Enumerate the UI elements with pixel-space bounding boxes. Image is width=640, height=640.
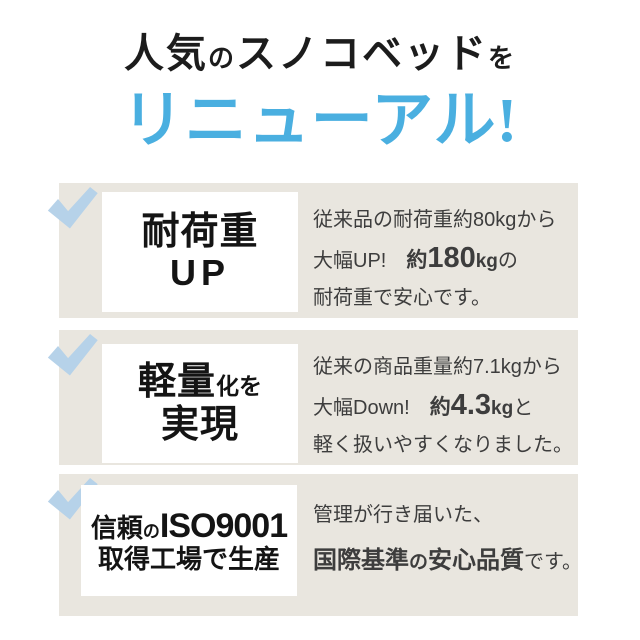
description-segment: 軽く扱いやすくなりました。 — [313, 434, 573, 456]
feature-title-segment: 信頼 — [90, 512, 143, 543]
feature-title-segment: 取得工場で生産 — [97, 543, 280, 574]
description-segment: 大幅UP! — [313, 250, 407, 272]
feature-title-segment: の — [142, 521, 160, 541]
description-segment: 耐荷重で安心です。 — [313, 287, 491, 309]
description-line: 耐荷重で安心です。 — [313, 281, 556, 320]
description-segment: 約 — [429, 396, 451, 419]
headline-segment: の — [207, 44, 236, 73]
check-icon — [47, 186, 98, 229]
feature-title-line: 実現 — [161, 404, 239, 447]
headline: 人気のスノコベッドを リニューアル! — [0, 30, 640, 153]
description-line: 従来品の耐荷重約80kgから — [313, 203, 556, 242]
feature-title-box: 軽量化を実現 — [102, 344, 298, 463]
feature-title-line: 軽量化を — [138, 361, 262, 404]
feature-title-line: 取得工場で生産 — [97, 543, 280, 574]
check-icon — [47, 333, 98, 376]
description-segment: 4.3 — [450, 389, 492, 421]
description-segment: kg — [491, 398, 514, 419]
feature-title-segment: 化を — [216, 372, 262, 399]
description-segment: 従来品の耐荷重約80kgから — [313, 209, 557, 231]
feature-title-segment: 軽量 — [137, 360, 216, 403]
feature-title-segment: 実現 — [160, 403, 239, 446]
feature-title-segment: ISO9001 — [159, 506, 288, 545]
description-segment: 180 — [427, 242, 476, 274]
description-segment: kg — [475, 251, 498, 272]
feature-title-segment: UP — [169, 252, 230, 294]
description-line: 従来の商品重量約7.1kgから — [313, 350, 573, 389]
description-line: 国際基準の安心品質です。 — [313, 540, 582, 582]
headline-line2-accent: リニューアル! — [121, 87, 519, 155]
description-segment: です。 — [524, 551, 583, 573]
feature-title-segment: 耐荷重 — [141, 210, 259, 253]
description-segment: 国際基準 — [313, 547, 409, 574]
feature-title-line: UP — [169, 252, 230, 294]
description-segment: 従来の商品重量約7.1kgから — [313, 356, 562, 378]
description-segment: の — [497, 250, 518, 272]
description-line: 管理が行き届いた、 — [313, 498, 582, 540]
description-segment: 安心品質 — [428, 547, 525, 574]
description-segment: 大幅Down! — [313, 397, 430, 419]
description-segment: と — [513, 397, 534, 419]
feature-description: 管理が行き届いた、国際基準の安心品質です。 — [313, 498, 582, 582]
headline-segment: 人気 — [123, 31, 208, 76]
description-segment: の — [409, 552, 429, 573]
headline-segment: スノコベッド — [236, 31, 488, 76]
headline-segment: を — [488, 44, 517, 73]
description-line: 軽く扱いやすくなりました。 — [313, 428, 573, 467]
description-segment: 管理が行き届いた、 — [313, 504, 493, 526]
headline-line1: 人気のスノコベッドを — [0, 30, 640, 87]
feature-title-line: 耐荷重 — [141, 211, 258, 254]
description-segment: 約 — [406, 249, 428, 272]
